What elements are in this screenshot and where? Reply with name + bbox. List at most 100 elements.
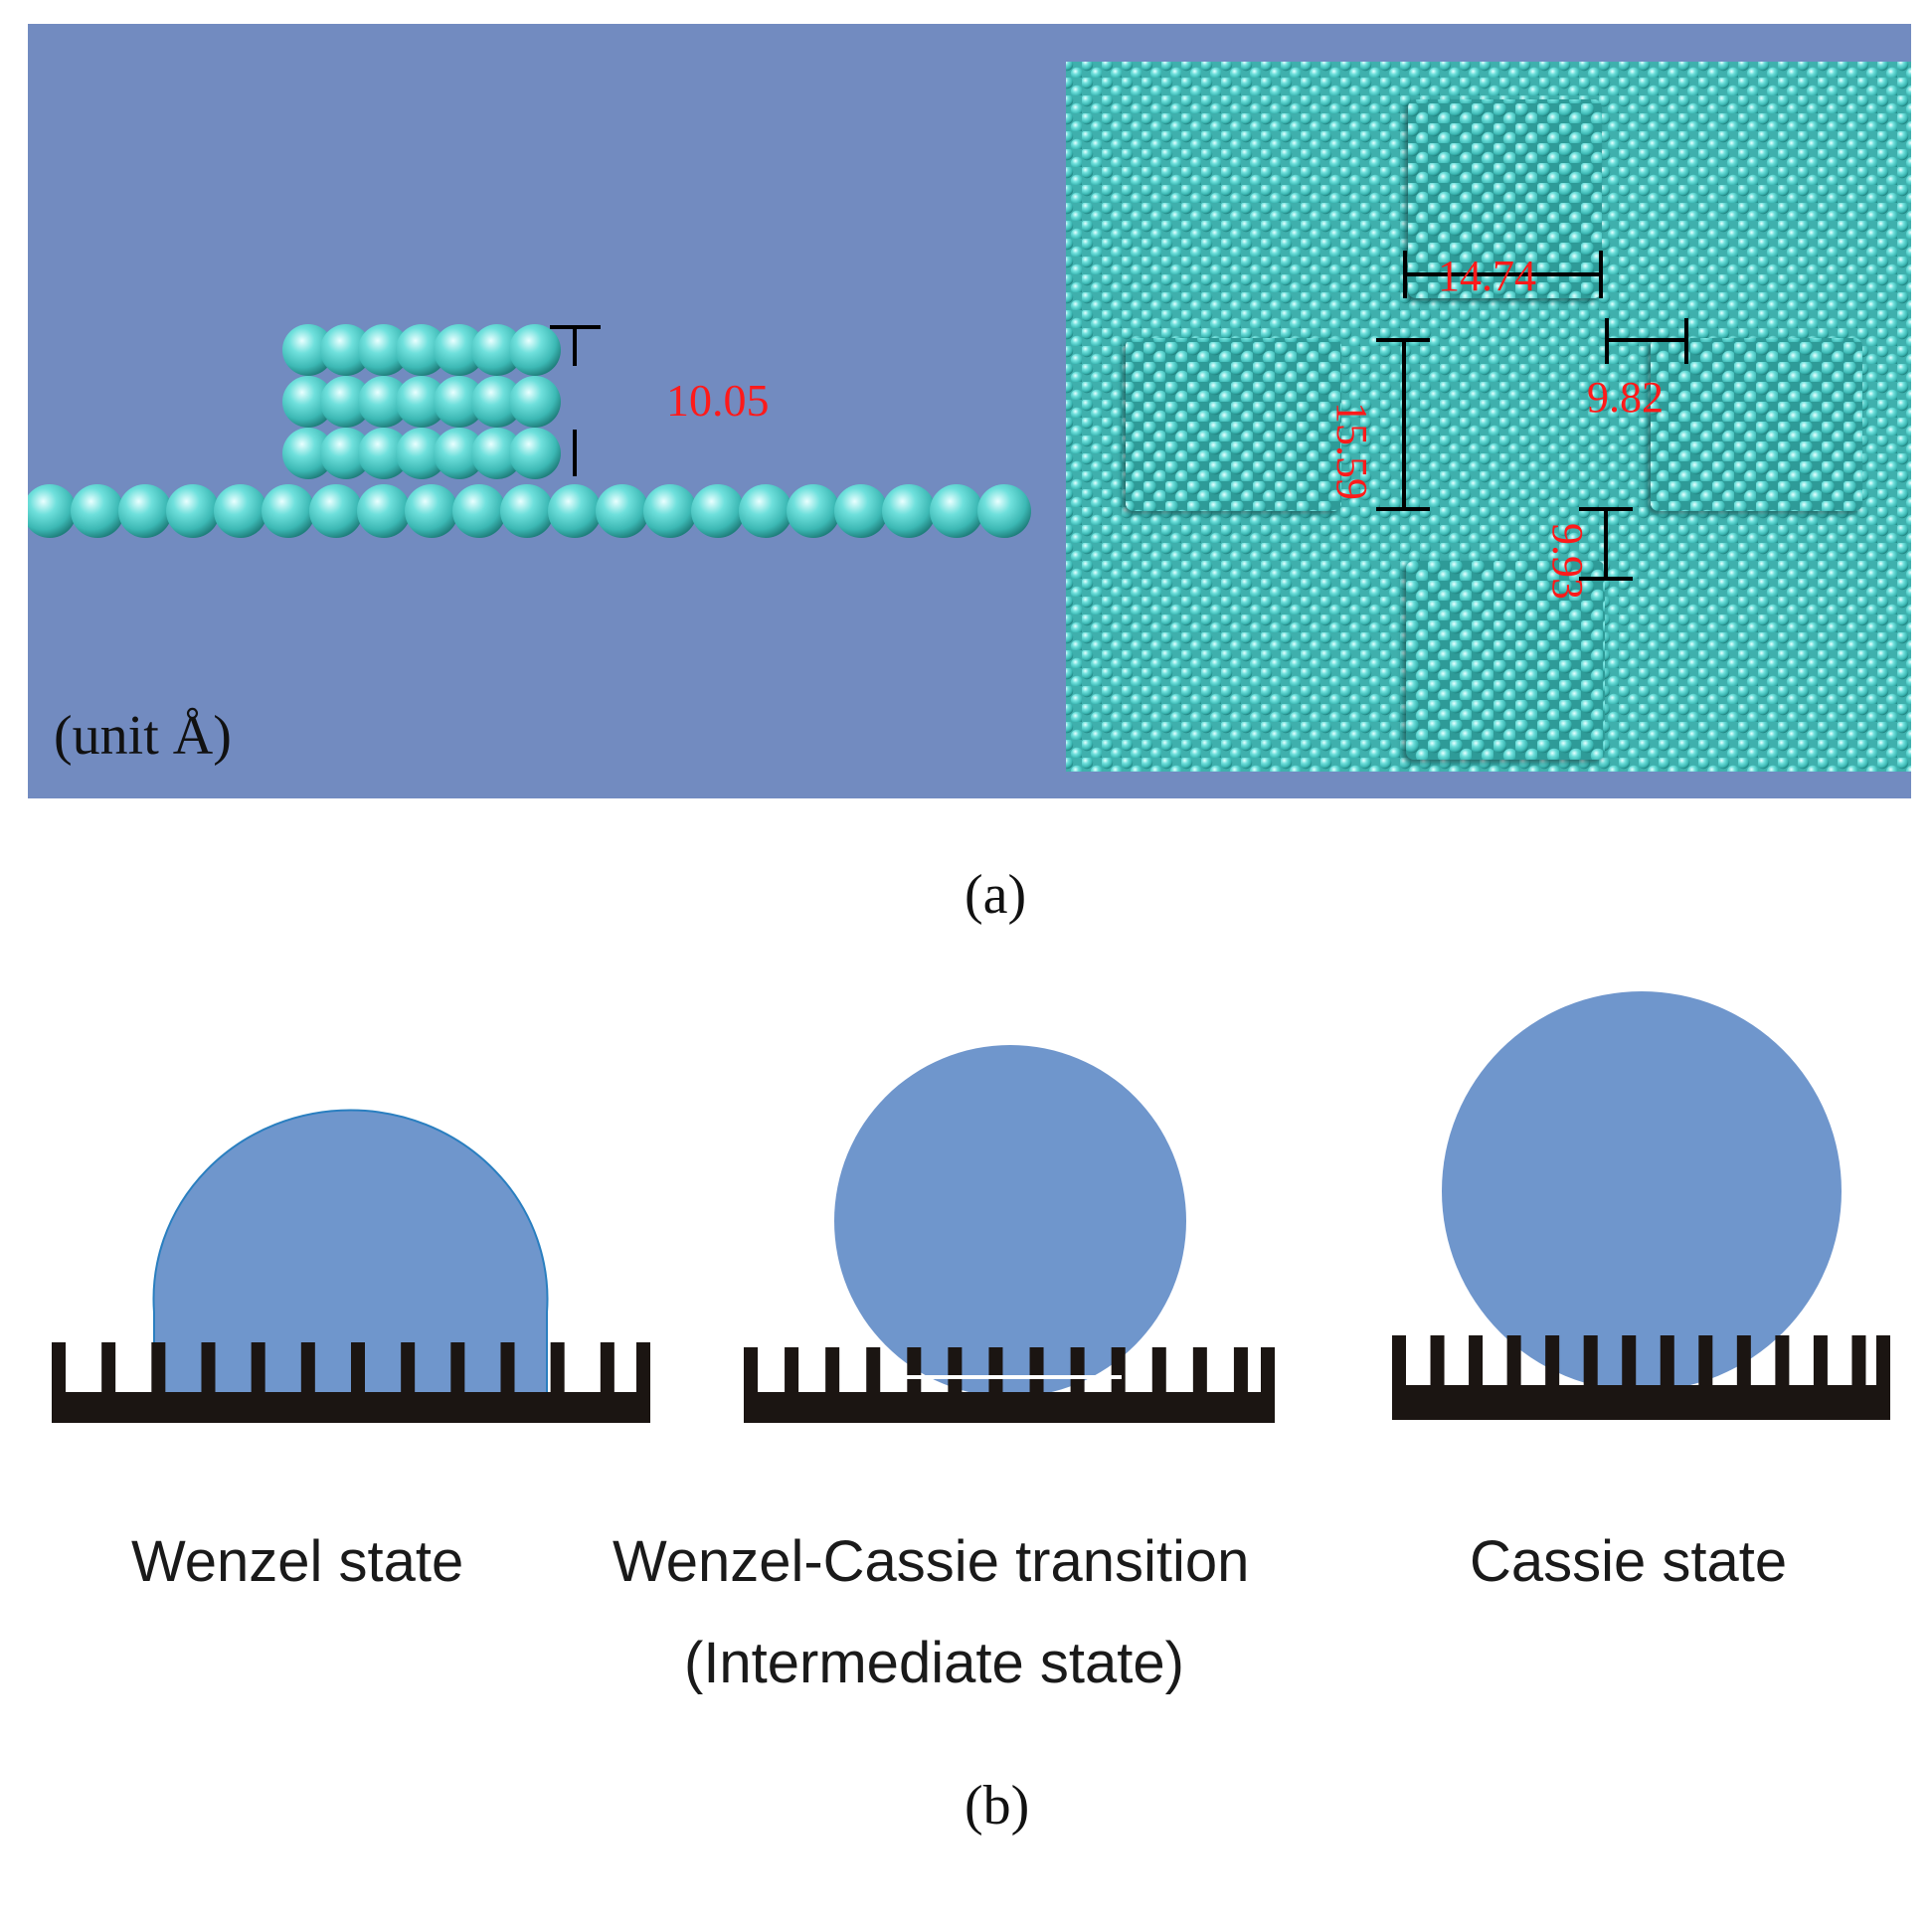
transition-air-gap: [901, 1375, 1122, 1379]
cassie-substrate: [1392, 1335, 1890, 1420]
substrate-atom: [596, 484, 649, 538]
substrate-base: [52, 1392, 650, 1423]
pillar-atom: [471, 428, 523, 479]
pillar-bottom: [1406, 561, 1605, 760]
substrate-atom: [28, 484, 77, 538]
substrate-atom: [262, 484, 315, 538]
pillar-right: [1651, 338, 1862, 511]
substrate-pillar: [988, 1347, 1003, 1393]
pillar-atom: [509, 428, 561, 479]
pillar-atom: [434, 428, 485, 479]
wenzel-substrate: [52, 1342, 650, 1423]
pillar-atom: [434, 376, 485, 428]
unit-label: (unit Å): [54, 705, 232, 767]
substrate-atom: [691, 484, 745, 538]
pillar-left: [1126, 338, 1341, 511]
panel-a-molecular-model: 10.05 14.74 15.59 9.82 9.93 (unit Å): [28, 24, 1911, 798]
substrate-atom: [118, 484, 172, 538]
substrate-pillar: [907, 1347, 922, 1393]
pillar-atom: [396, 428, 447, 479]
width-dimension-label: 14.74: [1438, 252, 1536, 300]
substrate-pillar: [401, 1342, 416, 1393]
substrate-atom: [882, 484, 936, 538]
substrate-pillar: [1506, 1335, 1521, 1386]
substrate-pillar: [600, 1342, 615, 1393]
pillar-atom: [509, 376, 561, 428]
pillar-atom: [358, 376, 410, 428]
substrate-atom: [834, 484, 888, 538]
pillar-atom: [471, 324, 523, 376]
substrate-pillar: [300, 1342, 315, 1393]
substrate-base: [1392, 1385, 1890, 1420]
substrate-atom: [357, 484, 411, 538]
pillar-atom: [396, 376, 447, 428]
substrate-pillar: [1775, 1335, 1790, 1386]
substrate-atom: [500, 484, 554, 538]
substrate-pillar: [201, 1342, 216, 1393]
substrate-pillar: [1698, 1335, 1713, 1386]
substrate-base: [744, 1392, 1275, 1423]
substrate-pillar: [1029, 1347, 1044, 1393]
substrate-pillar: [825, 1347, 840, 1393]
substrate-pillar: [1851, 1335, 1866, 1386]
cassie-state-diagram: [1392, 991, 1890, 1420]
substrate-pillar: [744, 1347, 758, 1393]
pillar-atom: [320, 428, 372, 479]
cassie-state-label: Cassie state: [1470, 1529, 1788, 1594]
substrate-pillar: [1151, 1347, 1166, 1393]
substrate-pillar: [866, 1347, 881, 1393]
substrate-pillar: [1813, 1335, 1828, 1386]
transition-droplet: [834, 1045, 1186, 1397]
substrate-pillar: [635, 1342, 650, 1393]
substrate-pillar: [500, 1342, 515, 1393]
substrate-atom: [71, 484, 124, 538]
substrate-pillar: [101, 1342, 116, 1393]
transition-state-sublabel: (Intermediate state): [684, 1631, 1184, 1695]
height-dimension-marker: [550, 325, 601, 476]
vertical-gap-dimension-label: 9.93: [1543, 523, 1592, 600]
pillar-atom: [358, 324, 410, 376]
pillar-atom: [471, 376, 523, 428]
cassie-droplet: [1442, 991, 1842, 1391]
pillar-atom: [282, 428, 334, 479]
substrate-atom: [548, 484, 602, 538]
pillar-atom: [509, 324, 561, 376]
side-view-pillar: [282, 324, 561, 479]
wenzel-droplet: [152, 1109, 549, 1398]
substrate-pillar: [1660, 1335, 1674, 1386]
pillar-atom: [434, 324, 485, 376]
substrate-pillar: [1622, 1335, 1637, 1386]
substrate-pillar: [1430, 1335, 1445, 1386]
substrate-pillar: [1111, 1347, 1126, 1393]
top-view-dimension-markers: [1376, 251, 1688, 581]
substrate-pillar: [450, 1342, 465, 1393]
substrate-atom: [405, 484, 458, 538]
transition-substrate: [744, 1347, 1275, 1423]
transition-state-label: Wenzel-Cassie transition: [613, 1529, 1250, 1594]
substrate-pillar: [52, 1342, 66, 1393]
substrate-pillar: [251, 1342, 265, 1393]
substrate-pillar: [1469, 1335, 1484, 1386]
height-dimension-label: 10.05: [666, 375, 770, 426]
substrate-pillar: [1192, 1347, 1207, 1393]
length-dimension-label: 15.59: [1327, 402, 1376, 500]
substrate-atom: [930, 484, 983, 538]
wenzel-state-diagram: [52, 1109, 650, 1423]
horizontal-gap-dimension-label: 9.82: [1587, 373, 1664, 422]
pillar-atom: [320, 376, 372, 428]
side-view-substrate-layer: [28, 484, 1031, 538]
substrate-pillar: [550, 1342, 565, 1393]
substrate-atom: [452, 484, 506, 538]
substrate-pillar: [1545, 1335, 1560, 1386]
substrate-atom: [214, 484, 267, 538]
substrate-pillar: [1736, 1335, 1751, 1386]
substrate-pillar: [1260, 1347, 1275, 1393]
transition-state-diagram: [744, 1045, 1275, 1423]
substrate-atom: [309, 484, 363, 538]
pillar-atom: [282, 376, 334, 428]
pillar-atom: [282, 324, 334, 376]
substrate-pillar: [1392, 1335, 1406, 1386]
pillar-atom: [320, 324, 372, 376]
substrate-pillar: [1875, 1335, 1890, 1386]
